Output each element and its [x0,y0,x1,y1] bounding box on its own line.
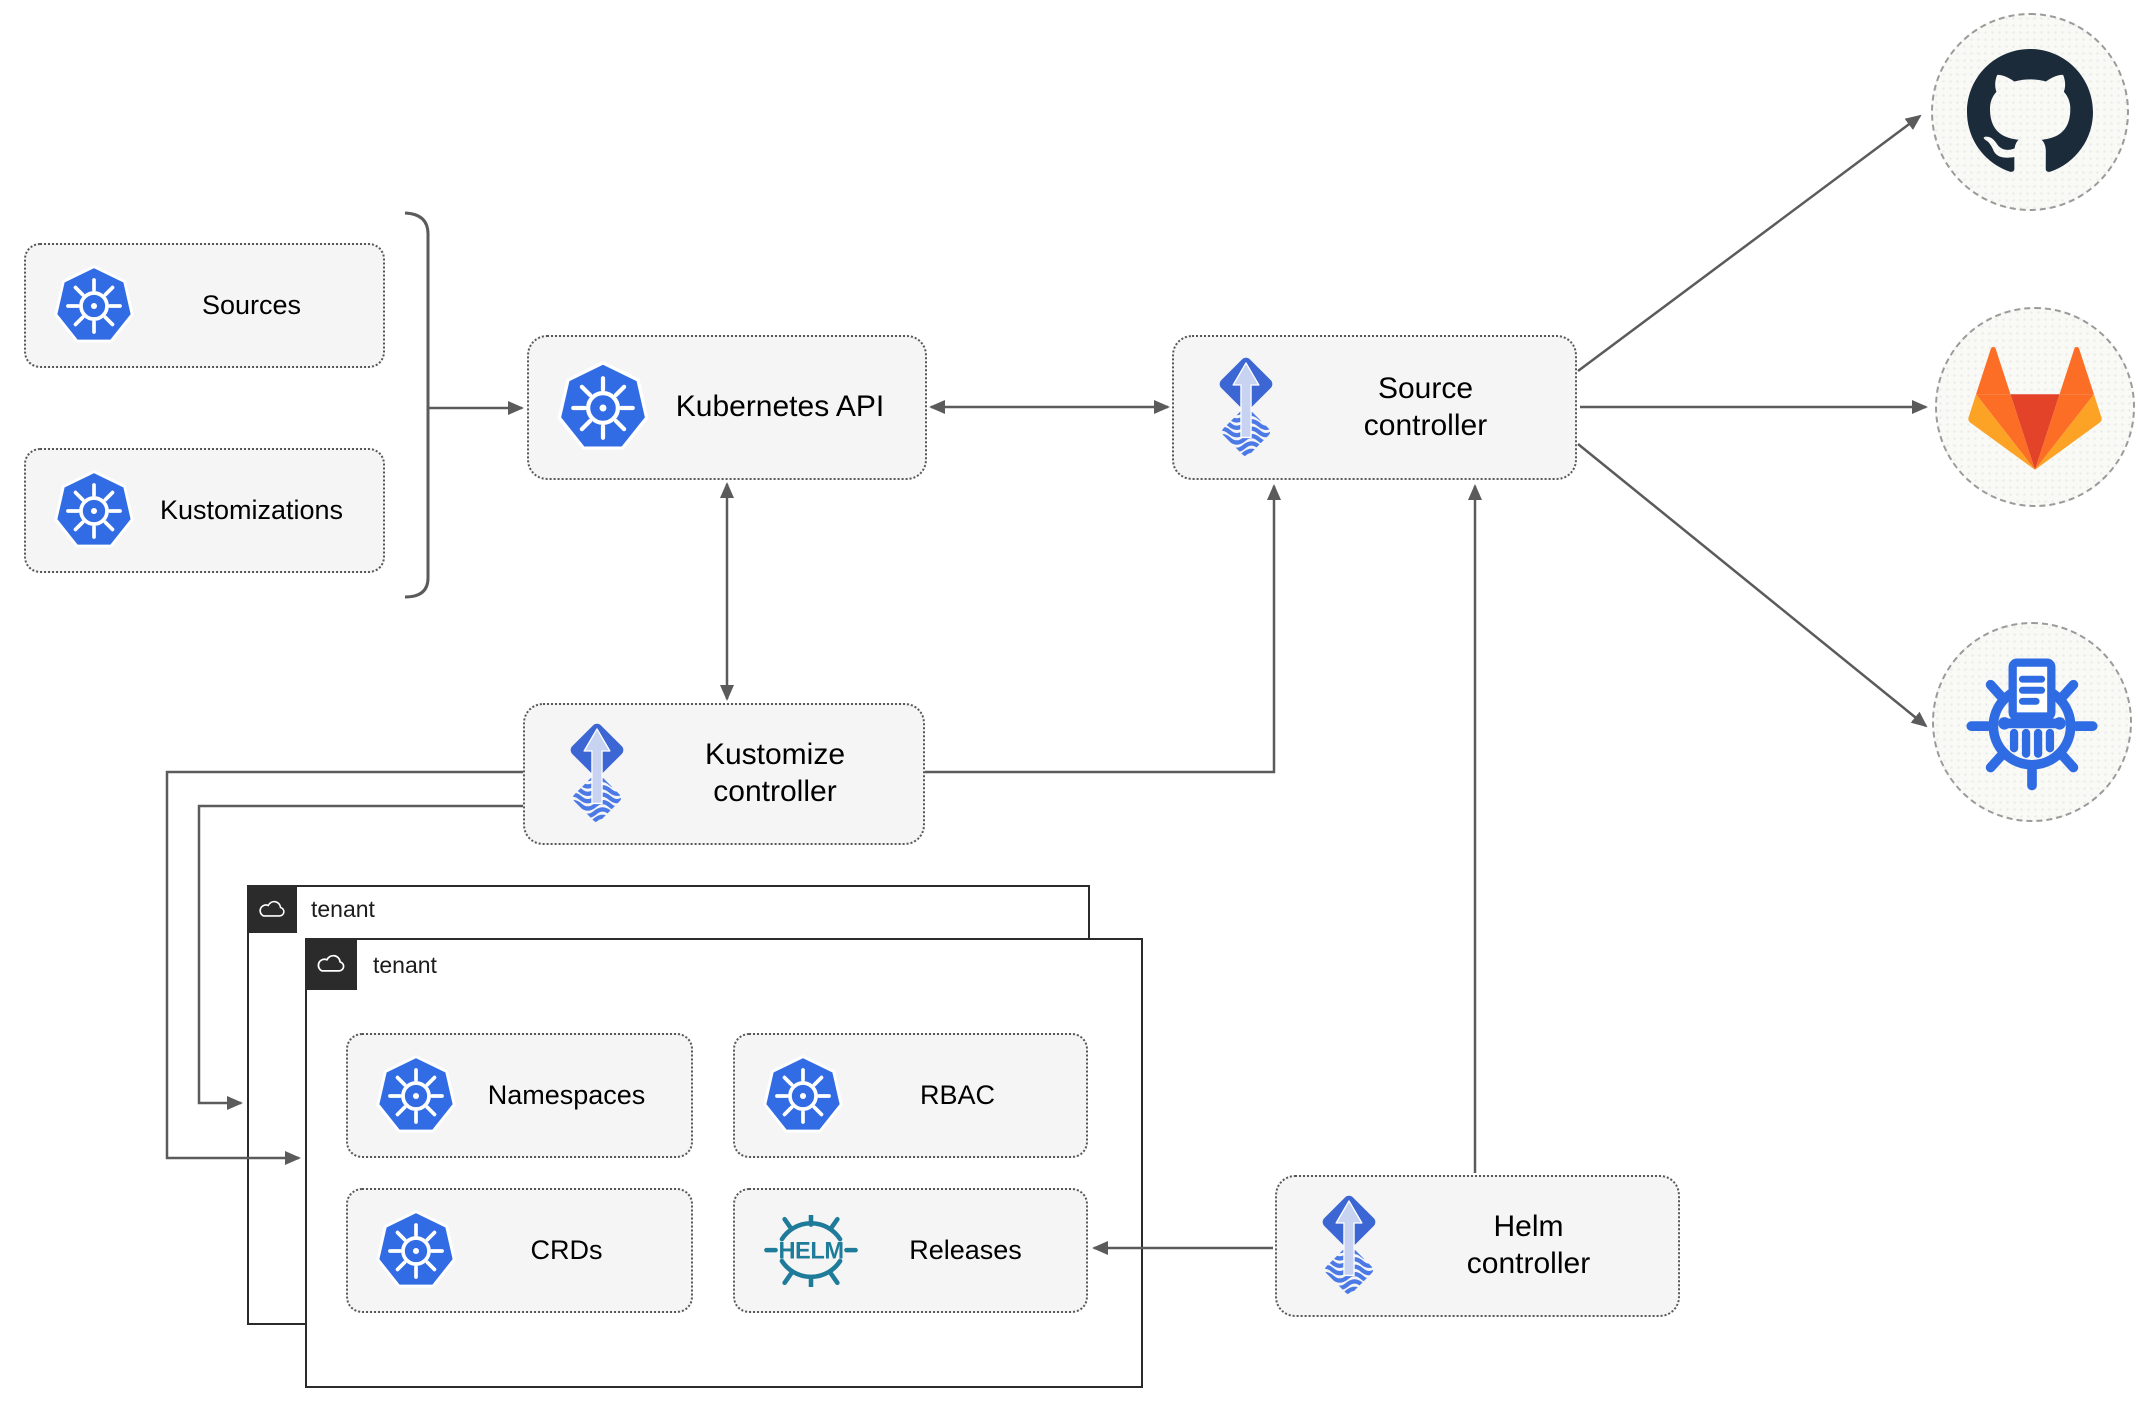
source-controller-label: Source controller [1363,371,1488,442]
kustomize-controller-node: Kustomize controller [523,703,925,845]
arrow-source-controller-to-github [1577,114,1922,373]
helm-controller-label: Helm controller [1466,1210,1591,1280]
cloud-icon [314,952,348,975]
kubernetes-icon [52,469,136,553]
kubernetes-icon [374,1054,458,1138]
releases-node: Releases [733,1188,1088,1313]
artifact-repository-endpoint [1932,622,2132,822]
gitlab-endpoint [1935,307,2135,507]
sources-label: Sources [201,290,302,321]
kubernetes-api-label: Kubernetes API [675,390,885,424]
flux-icon [551,718,643,830]
rbac-label: RBAC [919,1080,995,1111]
rbac-node: RBAC [733,1033,1088,1158]
namespaces-node: Namespaces [346,1033,693,1158]
sources-node: Sources [24,243,385,368]
kustomize-controller-label: Kustomize controller [704,738,846,808]
helm-controller-node: Helm controller [1275,1175,1680,1317]
source-controller-node: Source controller [1172,335,1577,480]
tenant-box-front: tenant [304,937,1143,1388]
crds-label: CRDs [530,1235,603,1266]
tenant-label: tenant [373,952,437,978]
namespaces-label: Namespaces [487,1080,646,1111]
releases-label: Releases [909,1235,1022,1266]
github-endpoint [1931,13,2129,211]
helm-icon [761,1215,861,1287]
arrow-source-controller-to-artifact-repository [1577,443,1928,728]
kubernetes-api-node: Kubernetes API [527,335,927,480]
github-icon [1967,49,2093,175]
kubernetes-icon [374,1209,458,1293]
bracket-sources-kustomizations [404,211,430,599]
crds-node: CRDs [346,1188,693,1313]
kubernetes-icon [52,264,136,348]
cloud-icon [256,898,288,920]
artifact-repository-icon [1963,653,2101,791]
flux-icon [1303,1190,1395,1302]
kustomizations-label: Kustomizations [159,495,344,526]
kubernetes-icon [761,1054,845,1138]
tenant-label: tenant [311,896,375,922]
flux-icon [1200,352,1292,464]
gitlab-icon [1955,327,2115,487]
tenant-tab [304,937,357,990]
kubernetes-icon [555,360,651,456]
tenant-tab [246,884,297,933]
kustomizations-node: Kustomizations [24,448,385,573]
arrow-kustomize-controller-to-source-controller [925,484,1281,774]
